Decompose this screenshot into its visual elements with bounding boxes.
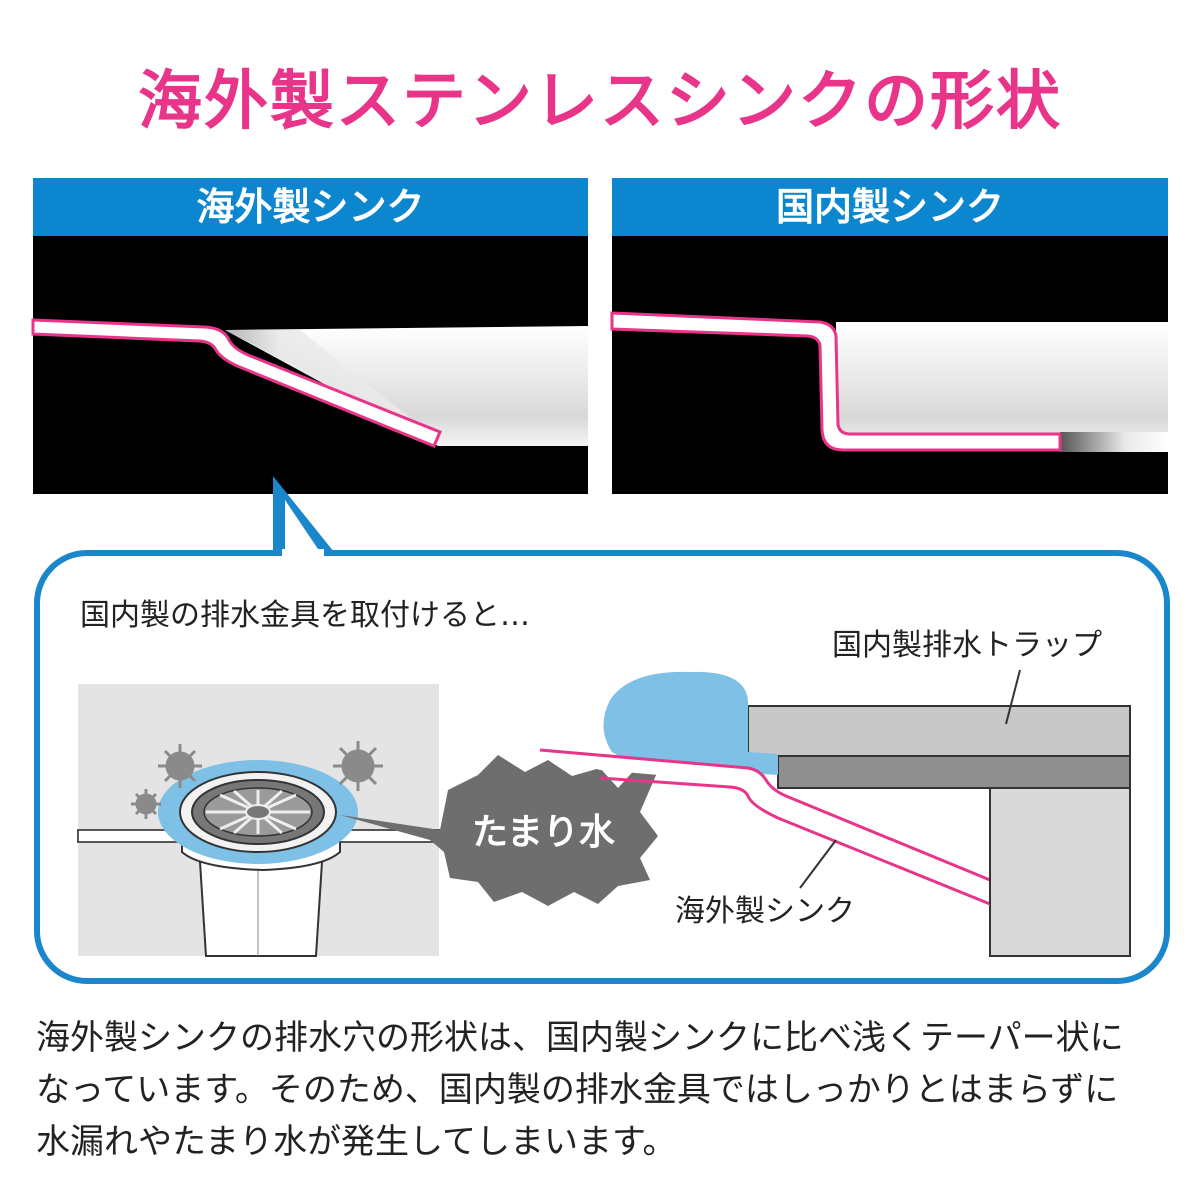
germ-icon xyxy=(333,741,383,791)
page-title: 海外製ステンレスシンクの形状 xyxy=(138,65,1062,139)
drain-strainer-icon xyxy=(179,771,337,853)
detail-intro-text: 国内製の排水金具を取付けると… xyxy=(80,598,530,633)
description-line: 海外製シンクの排水穴の形状は、国内製シンクに比べ浅くテーパー状に xyxy=(36,1018,1124,1058)
overseas-sink-illustration xyxy=(31,236,588,494)
speech-bubble-icon: たまり水 xyxy=(340,720,680,906)
trap-leader-line xyxy=(1005,669,1021,725)
domestic-sink-header: 国内製シンク xyxy=(612,178,1168,236)
germ-icon xyxy=(131,789,161,819)
sink-leader-line xyxy=(799,839,837,889)
description-line: 水漏れやたまり水が発生してしまいます。 xyxy=(36,1122,677,1162)
description-paragraph: 海外製シンクの排水穴の形状は、国内製シンクに比べ浅くテーパー状に なっています。… xyxy=(36,1012,1176,1168)
domestic-sink-illustration xyxy=(610,236,1168,494)
domestic-trap-label: 国内製排水トラップ xyxy=(832,628,1102,663)
standing-water-label: たまり水 xyxy=(472,812,616,853)
trap-cross-section xyxy=(539,669,1131,957)
description-line: なっています。そのため、国内製の排水金具ではしっかりとはまらずに xyxy=(36,1070,1119,1110)
overseas-sink-label: 海外製シンク xyxy=(675,894,855,929)
drain-illustration xyxy=(77,684,440,957)
overseas-sink-header: 海外製シンク xyxy=(33,178,588,236)
germ-icon xyxy=(158,744,202,788)
